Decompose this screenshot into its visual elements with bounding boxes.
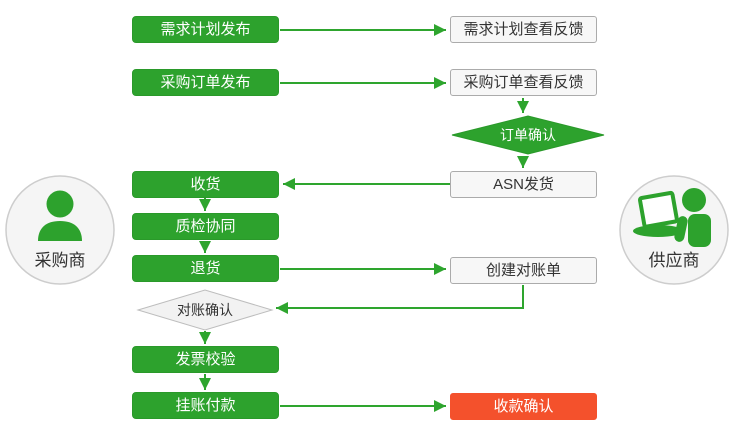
node-payment-confirm: 收款确认: [450, 393, 597, 420]
buyer-person-icon: [38, 190, 82, 241]
node-quality-collab: 质检协同: [132, 213, 279, 240]
buyer-label: 采购商: [34, 251, 86, 270]
decision-order-confirm-label: 订单确认: [500, 127, 556, 143]
node-demand-plan-feedback: 需求计划查看反馈: [450, 16, 597, 43]
node-receive: 收货: [132, 171, 279, 198]
node-payment: 挂账付款: [132, 392, 279, 419]
node-create-statement: 创建对账单: [450, 257, 597, 284]
node-po-feedback: 采购订单查看反馈: [450, 69, 597, 96]
node-po-publish: 采购订单发布: [132, 69, 279, 96]
node-asn-ship: ASN发货: [450, 171, 597, 198]
node-invoice-check: 发票校验: [132, 346, 279, 373]
decision-order-confirm-shape: [451, 115, 605, 155]
supplier-person-laptop-icon: [633, 188, 711, 247]
node-demand-plan-publish: 需求计划发布: [132, 16, 279, 43]
decision-statement-confirm-shape: [136, 289, 274, 331]
connector-statement-to-confirm: [276, 285, 524, 314]
decision-statement-confirm-label: 对账确认: [177, 302, 233, 318]
supplier-label: 供应商: [648, 251, 700, 270]
node-return-goods: 退货: [132, 255, 279, 282]
